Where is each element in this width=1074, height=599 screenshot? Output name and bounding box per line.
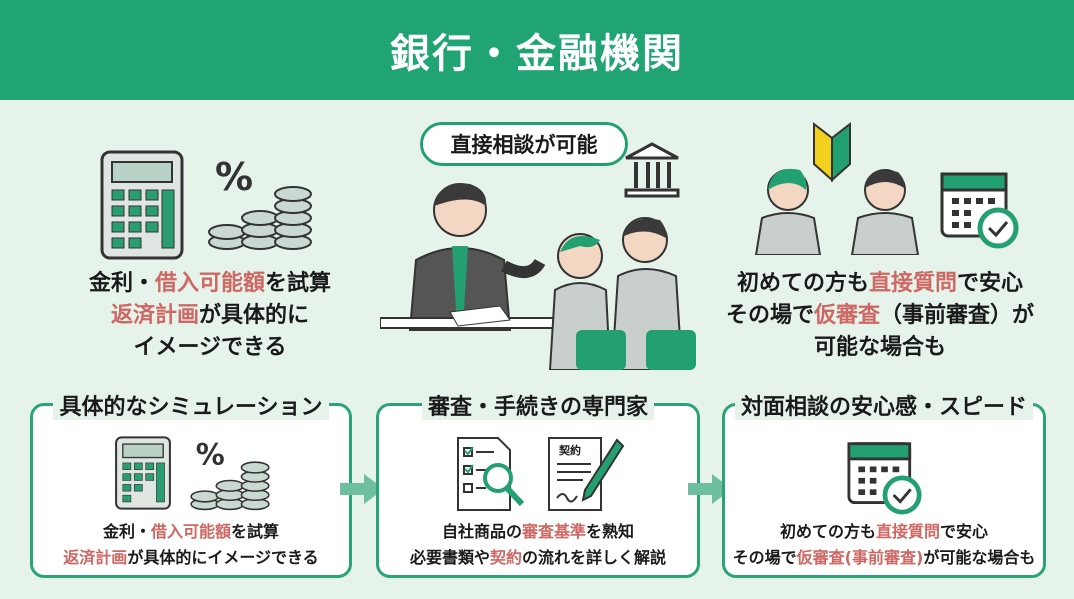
coins-icon: % [190, 437, 270, 511]
header-banner: 銀行・金融機関 [0, 0, 1074, 100]
highlight-text: 返済計画 [63, 548, 128, 567]
text-segment: を熟知 [586, 522, 635, 541]
text-segment: その場で [732, 548, 797, 567]
highlight-text: 直接質問 [875, 522, 940, 541]
text-segment: で安心 [957, 271, 1024, 296]
text-segment: イメージできる [133, 335, 287, 360]
card-description: 初めての方も直接質問で安心その場で仮審査(事前審査)が可能な場合も [725, 519, 1043, 571]
text-line: イメージできる [40, 332, 380, 364]
text-segment: が具体的にイメージできる [127, 548, 319, 567]
beginner-mark-icon [813, 121, 851, 182]
contract-pen-icon [548, 437, 625, 511]
text-segment: 初めての方も [779, 522, 876, 541]
calendar-check-icon [940, 172, 1019, 249]
text-line: 金利・借入可能額を試算 [33, 519, 349, 545]
text-segment: が具体的に [199, 303, 310, 328]
highlight-text: 仮審査(事前審査) [796, 548, 924, 567]
text-line: 可能な場合も [700, 332, 1060, 364]
text-line: 必要書類や契約の流れを詳しく解説 [379, 545, 697, 571]
top-left-text: 金利・借入可能額を試算返済計画が具体的にイメージできる [40, 268, 380, 364]
highlight-text: 返済計画 [110, 303, 199, 328]
bubble-text: 直接相談が可能 [450, 133, 598, 157]
text-segment: を試算 [231, 522, 280, 541]
text-segment: 可能な場合も [813, 335, 946, 360]
card-title: 具体的なシミュレーション [53, 395, 329, 420]
card-title: 審査・手続きの専門家 [421, 395, 654, 420]
highlight-text: 借入可能額 [154, 271, 265, 296]
arrow-right-icon [688, 474, 732, 504]
text-segment: 金利・ [88, 271, 155, 296]
checklist-magnifier-icon [457, 437, 525, 511]
text-line: 返済計画が具体的に [40, 300, 380, 332]
arrow-right-icon [340, 474, 384, 504]
text-line: 自社商品の審査基準を熟知 [379, 519, 697, 545]
text-segment: （事前審査）が [880, 303, 1035, 328]
card-title: 対面相談の安心感・スピード [734, 395, 1033, 420]
text-line: 金利・借入可能額を試算 [40, 268, 380, 300]
page-title: 銀行・金融機関 [390, 31, 684, 77]
text-segment: 自社商品の [441, 522, 522, 541]
text-segment: 金利・ [102, 522, 151, 541]
top-right-text: 初めての方も直接質問で安心その場で仮審査（事前審査）が可能な場合も [700, 268, 1060, 364]
highlight-text: 契約 [489, 548, 522, 567]
calendar-check-icon [847, 442, 922, 515]
calculator-icon [115, 436, 171, 510]
highlight-text: 直接質問 [868, 271, 957, 296]
calculator-icon [100, 150, 184, 260]
text-segment: 必要書類や [409, 548, 490, 567]
speech-bubble: 直接相談が可能 [420, 122, 628, 166]
coins-icon: % [208, 155, 312, 250]
card-description: 自社商品の審査基準を熟知必要書類や契約の流れを詳しく解説 [379, 519, 697, 571]
card-expert: 審査・手続きの専門家 契約 自社商品の審査基準を熟知必要書類や契約の流れを詳しく… [376, 395, 700, 578]
text-segment: が可能な場合も [923, 548, 1036, 567]
text-segment: で安心 [940, 522, 989, 541]
text-segment: 初めての方も [736, 271, 869, 296]
text-line: 初めての方も直接質問で安心 [700, 268, 1060, 300]
highlight-text: 借入可能額 [150, 522, 231, 541]
svg-text:%: % [215, 155, 253, 199]
text-line: 初めての方も直接質問で安心 [725, 519, 1043, 545]
text-line: その場で仮審査(事前審査)が可能な場合も [725, 545, 1043, 571]
text-segment: の流れを詳しく解説 [522, 548, 667, 567]
svg-text:%: % [196, 437, 225, 471]
text-line: その場で仮審査（事前審査）が [700, 300, 1060, 332]
customers-illustration [754, 168, 920, 255]
text-segment: を試算 [265, 271, 332, 296]
text-segment: その場で [725, 303, 814, 328]
bank-icon [624, 142, 680, 198]
card-in-person: 対面相談の安心感・スピード 初めての方も直接質問で安心その場で仮審査(事前審査)… [722, 395, 1046, 578]
card-simulation: 具体的なシミュレーション % 金利・借入可能額を試算返済計画が具体的にイメージで… [30, 395, 352, 578]
highlight-text: 仮審査 [813, 303, 880, 328]
consultation-illustration [380, 183, 696, 370]
card-description: 金利・借入可能額を試算返済計画が具体的にイメージできる [33, 519, 349, 571]
contract-label: 契約 [559, 444, 581, 457]
text-line: 返済計画が具体的にイメージできる [33, 545, 349, 571]
highlight-text: 審査基準 [521, 522, 586, 541]
